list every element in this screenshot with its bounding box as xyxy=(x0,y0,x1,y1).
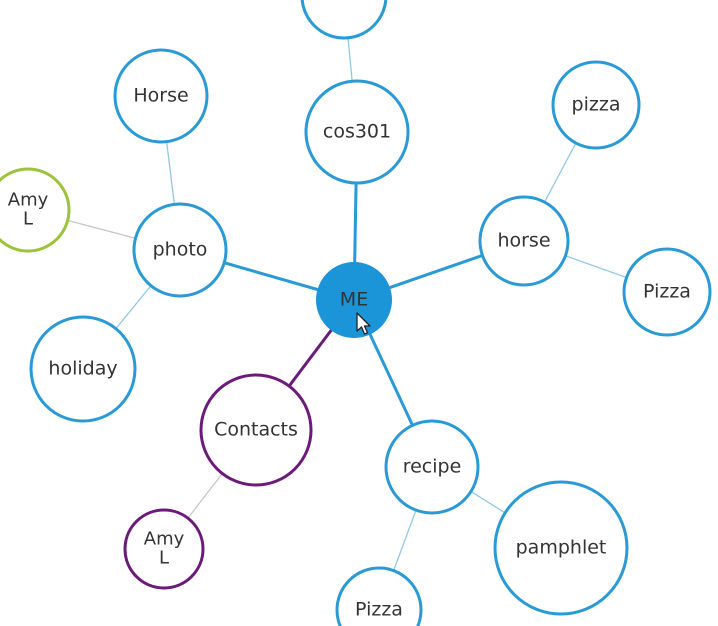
node-label: L xyxy=(159,547,169,568)
node-pizza-bottom[interactable]: Pizza xyxy=(335,566,423,626)
node-photo[interactable]: photo xyxy=(132,202,228,298)
node-circle xyxy=(304,79,410,185)
node-circle xyxy=(493,480,629,616)
node-label: horse xyxy=(497,230,550,252)
mouse-pointer-icon xyxy=(356,312,371,335)
node-pamphlet[interactable]: pamphlet xyxy=(493,480,629,616)
node-circle xyxy=(0,167,71,253)
node-holiday[interactable]: holiday xyxy=(29,315,137,423)
node-circle xyxy=(199,373,313,487)
node-cos301[interactable]: cos301 xyxy=(304,79,410,185)
node-label: ME xyxy=(340,289,368,311)
node-top[interactable] xyxy=(300,0,388,40)
node-pizza-top[interactable]: pizza xyxy=(551,60,641,150)
node-circle xyxy=(132,202,228,298)
node-label: Amy xyxy=(8,190,49,211)
node-label: L xyxy=(23,208,33,229)
node-label: Horse xyxy=(133,85,188,107)
node-circle xyxy=(113,48,209,144)
node-label: Amy xyxy=(144,529,185,550)
node-label: pamphlet xyxy=(516,537,607,559)
node-label: recipe xyxy=(403,456,462,478)
node-label: Pizza xyxy=(355,599,403,621)
node-circle xyxy=(478,195,570,287)
node-label: Pizza xyxy=(643,281,691,303)
node-label: pizza xyxy=(572,94,621,116)
node-label: Contacts xyxy=(214,419,298,441)
node-recipe[interactable]: recipe xyxy=(384,419,480,515)
node-horse-top[interactable]: Horse xyxy=(113,48,209,144)
node-contacts[interactable]: Contacts xyxy=(199,373,313,487)
node-me[interactable]: ME xyxy=(316,262,392,338)
node-horse[interactable]: horse xyxy=(478,195,570,287)
node-circle xyxy=(29,315,137,423)
node-circle xyxy=(335,566,423,626)
node-circle xyxy=(384,419,480,515)
node-pizza-right[interactable]: Pizza xyxy=(622,247,712,337)
node-circle xyxy=(622,247,712,337)
node-circle xyxy=(123,508,205,590)
node-circle xyxy=(316,262,392,338)
node-circle xyxy=(551,60,641,150)
node-label: holiday xyxy=(48,358,117,380)
node-circle xyxy=(300,0,388,40)
node-label: photo xyxy=(153,239,208,261)
node-label: cos301 xyxy=(323,121,391,143)
